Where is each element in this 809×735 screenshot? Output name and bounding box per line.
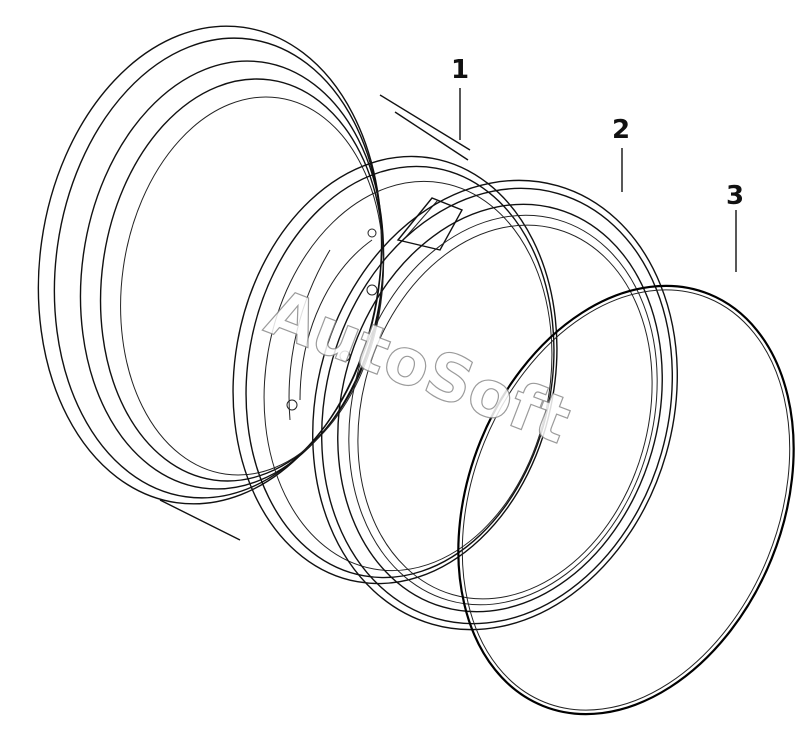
rim-barrel-bottom-line (159, 499, 241, 541)
rim-back-flange-outer (37, 25, 383, 505)
watermark-text: AutoSoft (256, 276, 580, 459)
rim-back-ring-1 (79, 60, 385, 490)
rim-barrel-top-line (379, 94, 471, 151)
rim-front-edge-inner (245, 165, 555, 579)
callout-number-1: 1 (451, 55, 469, 85)
o-ring-outer (457, 284, 795, 716)
rim-bolt-hole-4 (367, 228, 377, 238)
rim-barrel-top-line-2 (394, 111, 469, 161)
o-ring-part (457, 284, 795, 716)
rim-back-ring-2 (99, 78, 385, 482)
rim-valve-bracket (396, 197, 463, 251)
rim-bolt-hole-1 (366, 284, 378, 296)
rim-back-flange-inner (53, 37, 383, 499)
lock-ring-part (312, 179, 678, 631)
lock-ring-inner (337, 203, 663, 613)
rim-front-edge-outer (232, 155, 558, 585)
lock-ring-outer-2 (320, 187, 674, 625)
callout-number-3: 3 (726, 181, 744, 211)
lock-ring-outer (312, 179, 678, 631)
rim-front-edge-lip (263, 180, 553, 572)
lock-ring-inner-3 (357, 224, 653, 600)
lock-ring-inner-2 (348, 214, 658, 606)
rim-disc-edge-2 (288, 249, 331, 421)
rim-bolt-hole-3 (286, 399, 298, 411)
rim-disc-edge (299, 239, 373, 401)
o-ring-inner (461, 289, 791, 711)
callout-number-2: 2 (612, 115, 630, 145)
rim-back-ring-3 (120, 96, 384, 476)
